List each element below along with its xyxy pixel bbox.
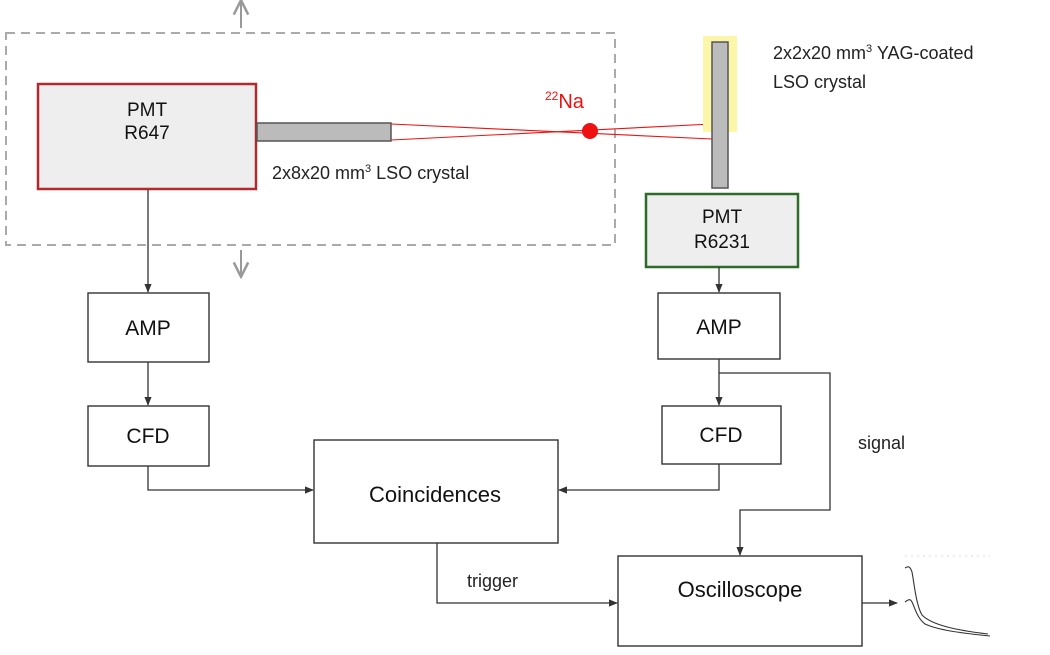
coincidences-label: Coincidences bbox=[369, 482, 501, 507]
cfd-left-box bbox=[87, 405, 210, 467]
crystal-right bbox=[711, 41, 729, 189]
trigger-label: trigger bbox=[467, 571, 518, 591]
pmt-right-box bbox=[644, 192, 800, 269]
amp-left-label: AMP bbox=[125, 317, 171, 340]
pmt-right-line1: PMT bbox=[702, 207, 743, 228]
cfd-left-label: CFD bbox=[126, 425, 169, 448]
arrow-signal-to-oscilloscope bbox=[719, 372, 831, 556]
amp-right-label: AMP bbox=[696, 316, 742, 339]
crystal-left bbox=[256, 122, 392, 142]
oscilloscope-box bbox=[617, 555, 863, 647]
cfd-right-box bbox=[661, 405, 782, 465]
source-mass: 22 bbox=[545, 89, 559, 103]
waveform-output-icon bbox=[904, 555, 991, 637]
gamma-ray-lines bbox=[390, 123, 713, 141]
pmt-right-line2: R6231 bbox=[694, 232, 750, 253]
na22-source bbox=[582, 123, 598, 139]
signal-label: signal bbox=[858, 433, 905, 453]
amp-left-box bbox=[87, 292, 210, 363]
crystal-right-label-line1: 2x2x20 mm3 YAG-coated bbox=[773, 43, 974, 63]
pmt-left-line1: PMT bbox=[127, 100, 168, 121]
amp-right-box bbox=[657, 292, 781, 360]
source-element: Na bbox=[558, 91, 584, 113]
cfd-right-label: CFD bbox=[699, 424, 742, 447]
pmt-left-line2: R647 bbox=[124, 123, 169, 144]
arrow-cfd-left-to-coincidences bbox=[147, 466, 314, 494]
source-label: 22Na bbox=[545, 89, 585, 113]
crystal-right-label-line2: LSO crystal bbox=[773, 72, 866, 92]
pmt-left-box bbox=[36, 82, 258, 191]
arrow-cfd-right-to-coincidences bbox=[558, 464, 720, 494]
crystal-left-label: 2x8x20 mm3 LSO crystal bbox=[272, 163, 469, 183]
arrow-trigger-to-oscilloscope bbox=[436, 543, 618, 607]
movable-stage-frame bbox=[5, 32, 616, 246]
coincidences-box bbox=[313, 439, 559, 544]
oscilloscope-label: Oscilloscope bbox=[678, 577, 803, 602]
